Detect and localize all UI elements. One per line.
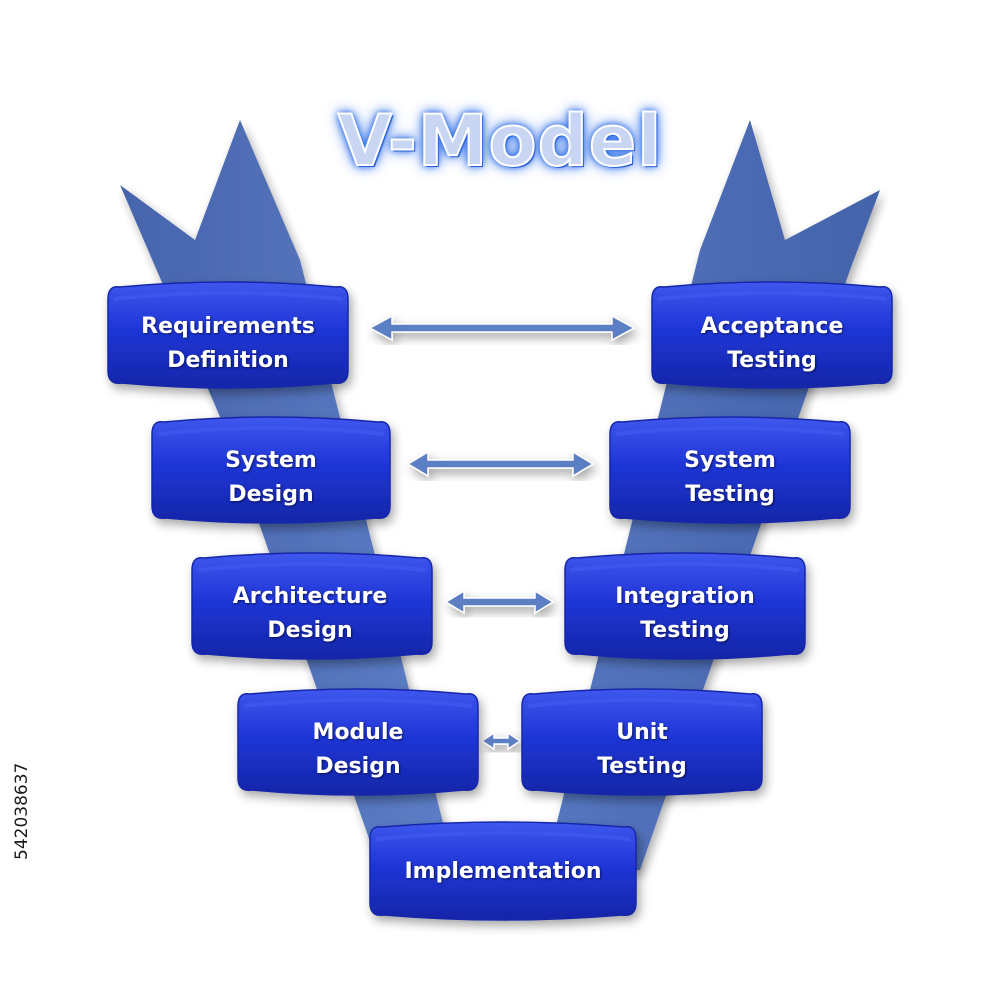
phase-line: Unit	[616, 720, 668, 745]
band-requirements-definition	[107, 281, 349, 389]
diagram-title: V-Model	[337, 99, 663, 183]
phase-line: Design	[315, 754, 401, 779]
band-integration-testing	[564, 552, 806, 660]
phase-line: Design	[228, 482, 314, 507]
phase-line: Implementation	[404, 859, 602, 884]
phase-line: Definition	[167, 348, 289, 373]
phase-label-system-testing: System Testing	[610, 444, 850, 512]
phase-line: System	[684, 448, 776, 473]
phase-line: Acceptance	[700, 314, 844, 339]
band-architecture-design	[191, 552, 433, 660]
phase-line: Testing	[640, 618, 730, 643]
phase-line: Testing	[727, 348, 817, 373]
phase-label-requirements-definition: Requirements Definition	[108, 310, 348, 378]
band-implementation	[369, 821, 637, 921]
phase-line: Module	[312, 720, 404, 745]
phase-label-acceptance-testing: Acceptance Testing	[652, 310, 892, 378]
phase-line: Architecture	[232, 584, 388, 609]
phase-line: System	[225, 448, 317, 473]
band-system-design	[151, 416, 391, 524]
phase-line: Design	[267, 618, 353, 643]
band-unit-testing	[521, 688, 763, 796]
phase-line: Testing	[597, 754, 687, 779]
phase-line: Testing	[685, 482, 775, 507]
arrow-system-design-testing	[406, 450, 595, 478]
arrow-requirements-acceptance	[368, 314, 636, 342]
band-acceptance-testing	[651, 281, 893, 389]
phase-label-integration-testing: Integration Testing	[565, 580, 805, 648]
phase-label-implementation: Implementation	[370, 855, 636, 889]
stock-id: 542038637	[12, 762, 32, 860]
phase-label-unit-testing: Unit Testing	[522, 716, 762, 784]
phase-label-system-design: System Design	[152, 444, 390, 512]
band-module-design	[237, 688, 479, 796]
phase-line: Requirements	[141, 314, 315, 339]
band-system-testing	[609, 416, 851, 524]
phase-label-module-design: Module Design	[238, 716, 478, 784]
arrow-module-unit	[480, 731, 522, 751]
phase-label-architecture-design: Architecture Design	[190, 580, 430, 648]
phase-line: Integration	[615, 584, 755, 609]
arrow-architecture-integration	[444, 589, 555, 615]
